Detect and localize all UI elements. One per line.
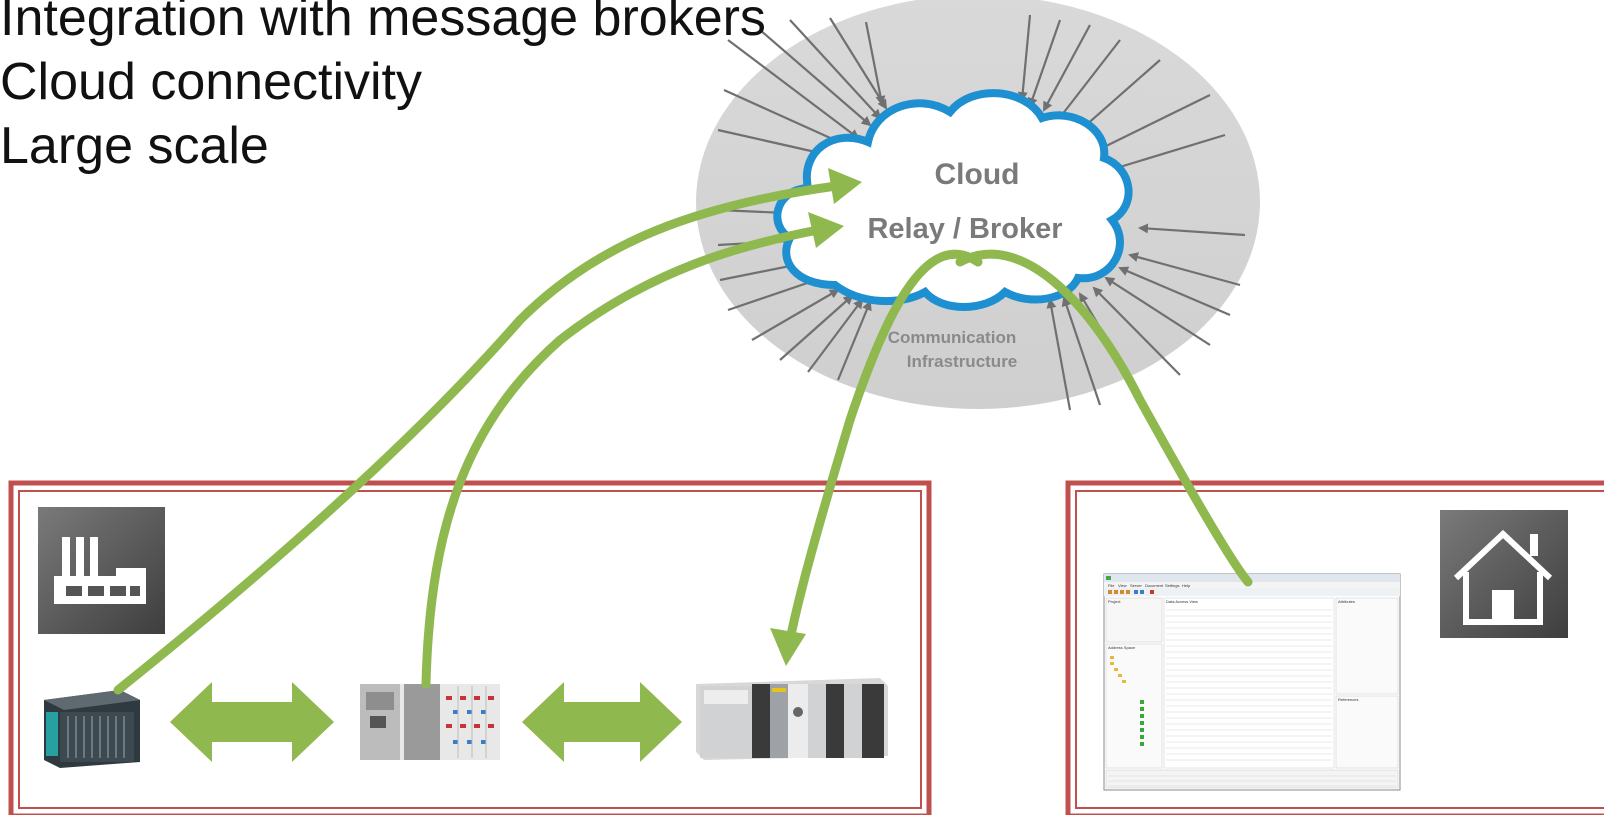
double-arrow-left <box>170 682 334 762</box>
bullet-item: Cloud connectivity <box>0 53 422 111</box>
panel-title-project: Project <box>1108 599 1121 604</box>
factory-icon <box>38 507 165 634</box>
connection-cloud-to-rack <box>785 249 983 645</box>
arrowhead-plc <box>828 168 862 204</box>
menu-item-server: Server <box>1130 583 1142 588</box>
menu-item-help: Help <box>1182 583 1191 588</box>
cloud-title: Cloud <box>935 158 1020 191</box>
panel-title-references: References <box>1338 697 1358 702</box>
panel-title-attributes: Attributes <box>1338 599 1355 604</box>
bullet-item: Integration with message brokers <box>0 0 766 47</box>
panel-title-address-space: Address Space <box>1108 645 1136 650</box>
green-connection-arrows <box>113 168 1253 695</box>
bullet-item: Large scale <box>0 117 269 175</box>
controller-rack-device <box>696 678 888 760</box>
connection-io-to-cloud <box>421 225 823 689</box>
arrowhead-rack <box>770 628 806 666</box>
connection-cloud-to-client <box>955 249 1253 587</box>
bullet-list: Integration with message brokers Cloud c… <box>0 0 766 178</box>
cloud-subtitle: Relay / Broker <box>867 213 1062 245</box>
plc-device <box>44 690 140 768</box>
panel-title-data-access-view: Data Access View <box>1166 599 1198 604</box>
right-site-frame <box>1065 480 1604 815</box>
menu-item-document: Document <box>1145 583 1164 588</box>
menu-item-settings: Settings <box>1165 583 1179 588</box>
infrastructure-label-line1: Communication <box>888 328 1016 347</box>
double-arrow-right <box>522 682 682 762</box>
menu-item-view: View <box>1118 583 1127 588</box>
client-app-window: File View Server Document Settings Help … <box>1103 573 1401 791</box>
house-icon <box>1440 510 1568 638</box>
io-module-device <box>360 684 500 760</box>
arrowhead-io <box>808 212 844 248</box>
menu-item-file: File <box>1108 583 1115 588</box>
left-site-frame <box>8 480 932 815</box>
infrastructure-label-line2: Infrastructure <box>907 352 1018 371</box>
connection-plc-to-cloud <box>113 181 841 695</box>
